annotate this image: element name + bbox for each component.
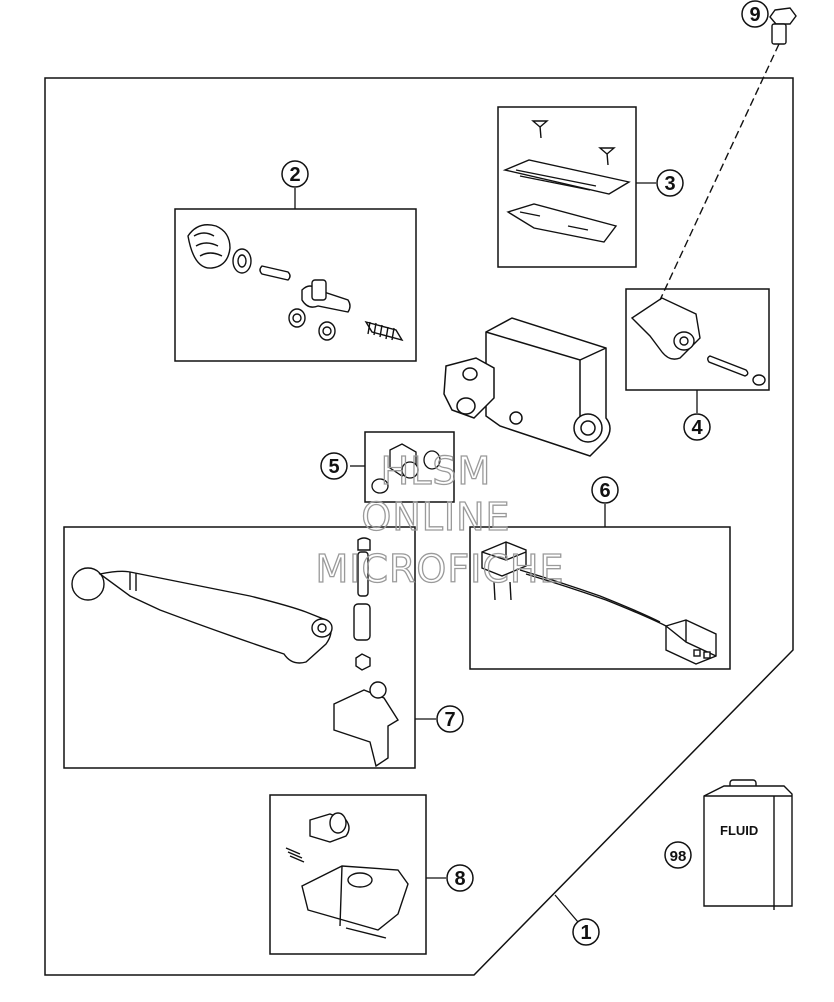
kit-box-3 <box>497 106 637 268</box>
callout-5: 5 <box>320 452 348 480</box>
svg-text:8: 8 <box>454 868 465 890</box>
callout-3: 3 <box>656 169 684 197</box>
fluid-label: FLUID <box>720 823 758 838</box>
callout-1: 1 <box>572 918 600 946</box>
watermark: HLSM ONLINE MICROFICHE <box>315 448 564 591</box>
kit-box-6 <box>469 526 731 670</box>
brake-switch-parts <box>481 541 717 665</box>
watermark-line-2: ONLINE <box>361 495 510 539</box>
callout-6: 6 <box>591 476 619 504</box>
brake-lever-parts <box>71 537 399 768</box>
kit-box-7 <box>63 526 416 769</box>
kit-box-5 <box>364 431 455 503</box>
piston-kit-parts <box>187 224 404 342</box>
svg-text:3: 3 <box>664 173 675 195</box>
callout-4: 4 <box>683 413 711 441</box>
callout-9: 9 <box>741 0 769 28</box>
svg-text:4: 4 <box>691 417 703 439</box>
reservoir-cover-parts <box>502 120 631 243</box>
callout-98: 98 <box>664 841 692 869</box>
pivot-kit-parts <box>371 443 441 494</box>
assembly-outline <box>44 77 794 976</box>
svg-text:9: 9 <box>749 4 760 26</box>
svg-text:98: 98 <box>670 848 687 865</box>
svg-text:7: 7 <box>444 709 455 731</box>
svg-text:5: 5 <box>328 456 339 478</box>
callout-leaders <box>294 182 698 923</box>
master-cylinder-body <box>443 317 611 457</box>
fluid-bottle <box>703 779 793 910</box>
callout-7: 7 <box>436 705 464 733</box>
svg-text:6: 6 <box>599 480 610 502</box>
callout-8: 8 <box>446 864 474 892</box>
watermark-line-1: HLSM <box>381 449 492 493</box>
watermark-line-3: MICROFICHE <box>315 547 564 591</box>
svg-text:1: 1 <box>580 922 591 944</box>
callout-2: 2 <box>281 160 309 188</box>
clamp-kit-parts <box>630 297 766 386</box>
kit-box-8 <box>269 794 427 955</box>
screw-9 <box>659 7 797 301</box>
adjuster-kit-parts <box>285 812 409 939</box>
svg-text:2: 2 <box>289 164 300 186</box>
